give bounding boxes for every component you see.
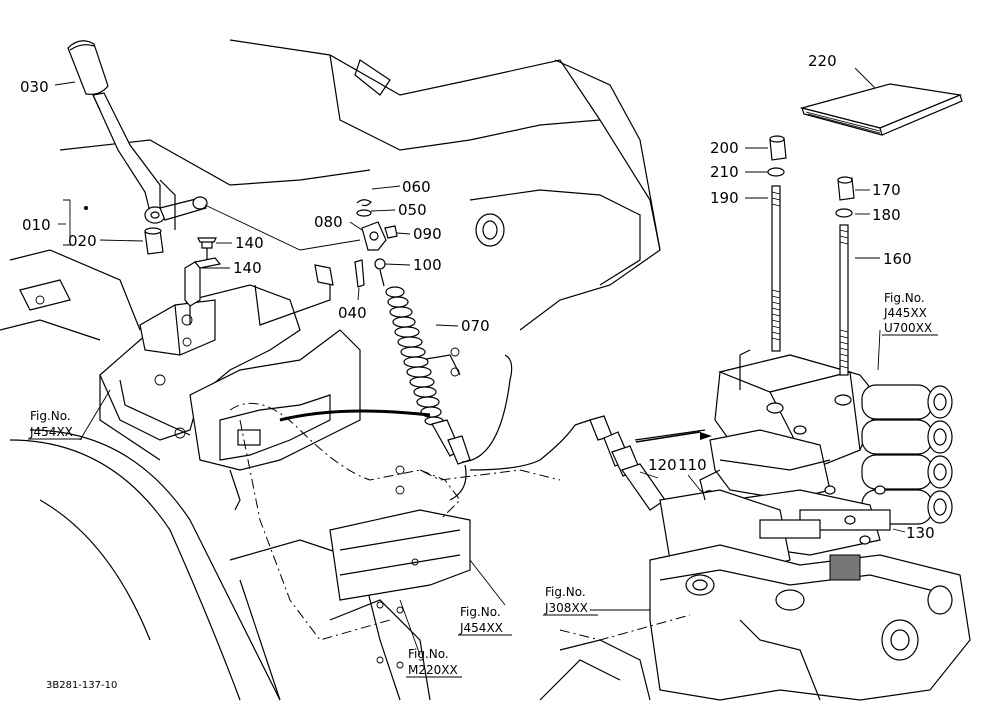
part-label-170: 170 [872,181,901,199]
cable-bellows [385,286,444,426]
part-label-190: 190 [710,189,739,207]
figure-references: Fig.No. J454XX Fig.No. J454XX Fig.No. M2… [28,291,938,678]
figref-j308-code: J308XX [544,601,588,615]
solenoid-coils [861,384,953,525]
part-label-100: 100 [413,256,442,274]
figref-m220-code: M220XX [408,663,458,677]
figref-j445-code: J445XX [883,306,927,320]
stud-bolts [767,135,855,376]
part-label-200: 200 [710,139,739,157]
part-label-120: 120 [648,456,677,474]
drawing-code: 3B281-137-10 [46,680,117,691]
part-label-010: 010 [22,216,51,234]
part-label-060: 060 [402,178,431,196]
part-label-180: 180 [872,206,901,224]
part-label-050: 050 [398,201,427,219]
part-labels: 030 010 020 140 140 060 050 080 090 100 … [20,52,935,542]
part-label-160: 160 [883,250,912,268]
figref-j454-center-title: Fig.No. [460,605,501,619]
figref-m220-title: Fig.No. [408,647,449,661]
shift-lever-assembly [67,40,361,255]
part-label-110: 110 [678,456,707,474]
leader-lines [54,67,906,656]
control-valve-assembly [539,349,971,701]
part-label-150: 140 [235,234,264,252]
manual-booklet [799,83,963,136]
part-label-130: 130 [906,524,935,542]
figref-j445-u700[interactable]: Fig.No. J445XX U700XX [882,291,938,336]
figref-j454-left[interactable]: Fig.No. J454XX [28,409,82,440]
part-label-020: 020 [68,232,97,250]
figref-m220[interactable]: Fig.No. M220XX [406,647,462,678]
part-label-070: 070 [461,317,490,335]
part-label-080: 080 [314,213,343,231]
part-label-210: 210 [710,163,739,181]
figref-j454-left-code: J454XX [29,425,73,439]
bolt-and-clip [184,237,222,325]
figref-j454-center[interactable]: Fig.No. J454XX [458,605,512,636]
part-label-140: 140 [233,259,262,277]
part-label-220: 220 [808,52,837,70]
figref-j308[interactable]: Fig.No. J308XX [543,585,598,616]
part-label-090: 090 [413,225,442,243]
cable-bracket-plate [229,402,561,641]
shift-bracket [99,264,361,511]
part-label-040: 040 [338,304,367,322]
figref-j454-center-code: J454XX [459,621,503,635]
part-label-030: 030 [20,78,49,96]
shift-cable [279,199,712,511]
figref-u700-code: U700XX [884,321,932,335]
figref-j454-left-title: Fig.No. [30,409,71,423]
figref-j308-title: Fig.No. [545,585,586,599]
figref-j445-title: Fig.No. [884,291,925,305]
tractor-frame-outline [0,39,661,701]
